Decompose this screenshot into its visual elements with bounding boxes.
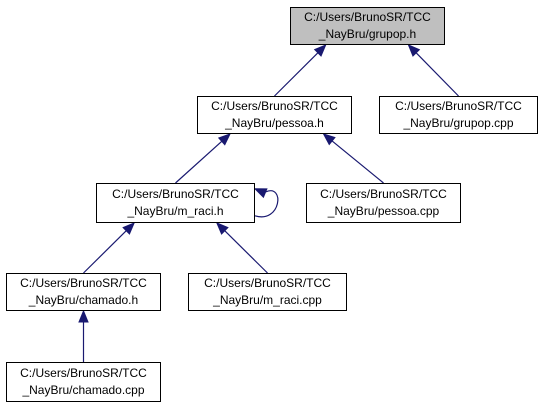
edge-m-raci-h-to-m-raci-h [254, 190, 279, 218]
node-m-raci-cpp-line1: C:/Users/BrunoSR/TCC [204, 276, 331, 290]
node-grupop-h: C:/Users/BrunoSR/TCC _NayBru/grupop.h [290, 7, 445, 45]
node-grupop-h-line2: _NayBru/grupop.h [318, 27, 417, 41]
edge-grupop-cpp-to-grupop-h [415, 52, 459, 97]
edge-m-raci-h-to-pessoa-h [175, 140, 223, 184]
node-m-raci-h[interactable]: C:/Users/BrunoSR/TCC _NayBru/m_raci.h [96, 183, 255, 223]
edge-m-raci-h-to-m-raci-h-arrowhead [253, 188, 268, 199]
edge-pessoa-cpp-to-pessoa-h-arrowhead [322, 133, 336, 146]
edge-m-raci-h-to-pessoa-h-arrowhead [217, 133, 231, 146]
node-pessoa-h-line1: C:/Users/BrunoSR/TCC [211, 99, 338, 113]
node-chamado-h-line2: _NayBru/chamado.h [28, 293, 139, 307]
node-pessoa-h[interactable]: C:/Users/BrunoSR/TCC _NayBru/pessoa.h [197, 96, 352, 134]
node-grupop-cpp-line2: _NayBru/grupop.cpp [403, 116, 514, 130]
node-m-raci-cpp-line2: _NayBru/m_raci.cpp [213, 293, 322, 307]
node-m-raci-h-line2: _NayBru/m_raci.h [127, 204, 224, 218]
node-m-raci-cpp[interactable]: C:/Users/BrunoSR/TCC _NayBru/m_raci.cpp [188, 273, 347, 311]
node-pessoa-h-line2: _NayBru/pessoa.h [225, 116, 324, 130]
node-pessoa-cpp-line2: _NayBru/pessoa.cpp [327, 204, 440, 218]
node-grupop-cpp[interactable]: C:/Users/BrunoSR/TCC _NayBru/grupop.cpp [379, 96, 538, 134]
node-pessoa-cpp-line1: C:/Users/BrunoSR/TCC [320, 187, 447, 201]
node-chamado-h[interactable]: C:/Users/BrunoSR/TCC _NayBru/chamado.h [6, 273, 161, 311]
edge-m-raci-cpp-to-m-raci-h [224, 230, 268, 274]
node-chamado-h-line1: C:/Users/BrunoSR/TCC [20, 276, 147, 290]
edge-pessoa-h-to-grupop-h [274, 52, 319, 97]
edge-chamado-cpp-to-chamado-h-arrowhead [78, 309, 89, 323]
node-pessoa-cpp[interactable]: C:/Users/BrunoSR/TCC _NayBru/pessoa.cpp [306, 183, 461, 223]
dependency-edges [78, 44, 459, 362]
node-chamado-cpp[interactable]: C:/Users/BrunoSR/TCC _NayBru/chamado.cpp [6, 362, 161, 402]
node-grupop-cpp-line1: C:/Users/BrunoSR/TCC [395, 99, 522, 113]
node-chamado-cpp-line1: C:/Users/BrunoSR/TCC [20, 366, 147, 380]
edge-pessoa-cpp-to-pessoa-h [331, 140, 384, 184]
node-grupop-h-line1: C:/Users/BrunoSR/TCC [304, 10, 431, 24]
node-m-raci-h-line1: C:/Users/BrunoSR/TCC [112, 187, 239, 201]
node-chamado-cpp-line2: _NayBru/chamado.cpp [22, 383, 145, 397]
edge-chamado-h-to-m-raci-h [83, 230, 127, 274]
